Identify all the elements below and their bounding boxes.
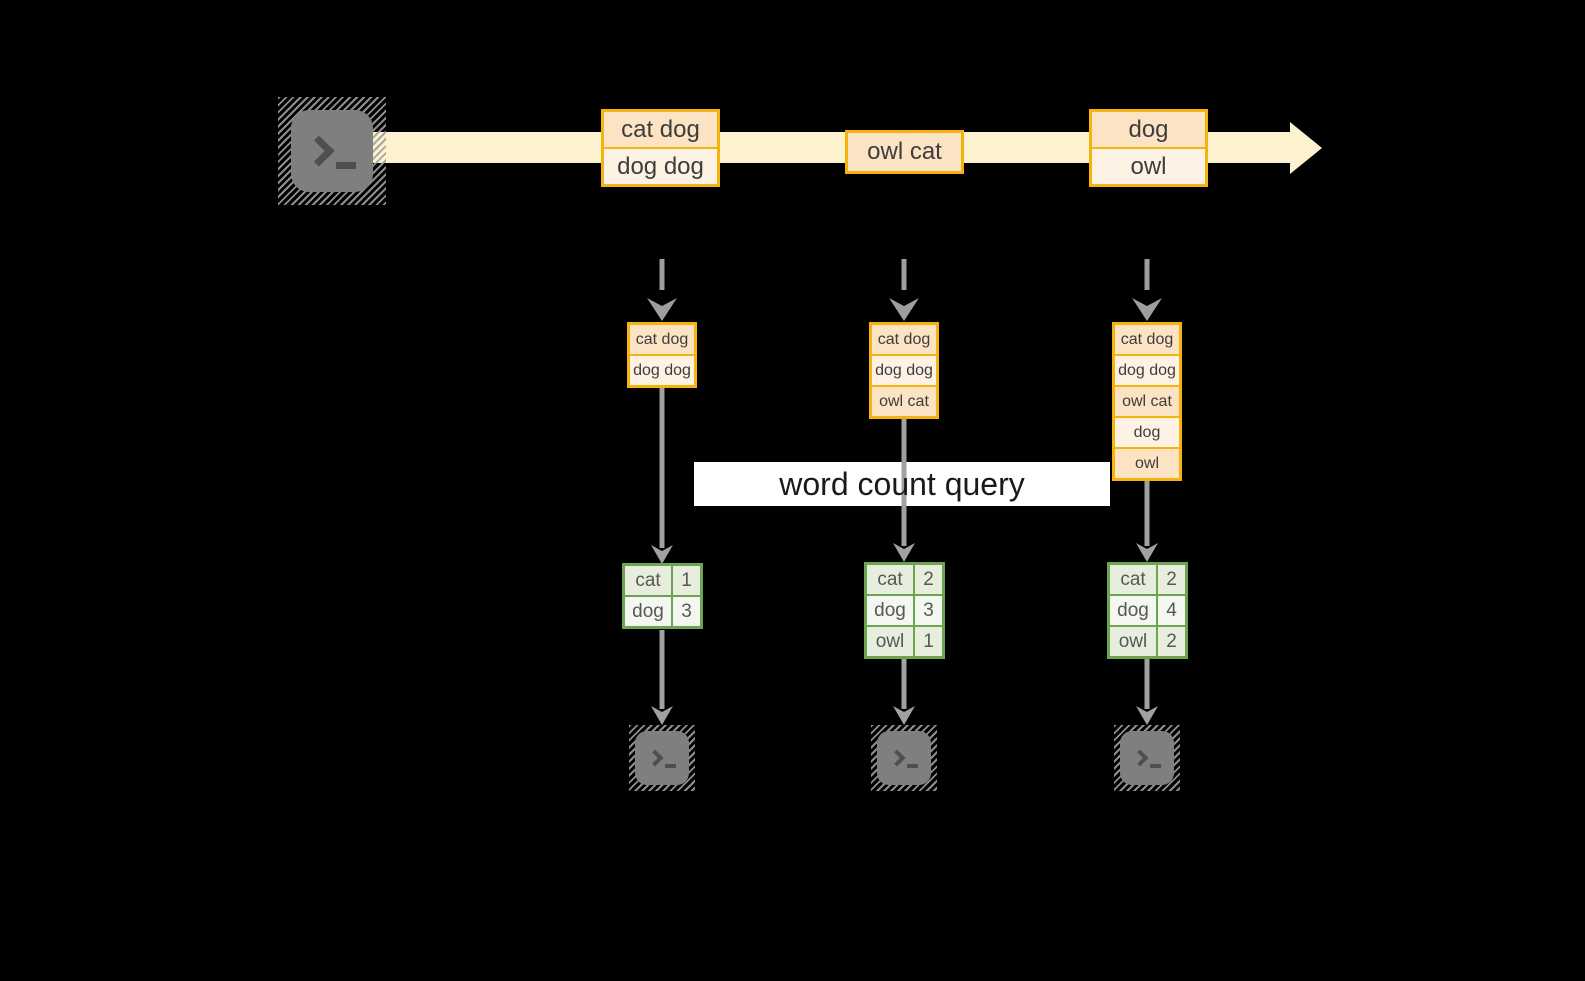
word-cell: dog	[1110, 596, 1156, 625]
prompt-chevron-icon	[646, 749, 663, 767]
stream-batch: cat dog dog dog	[601, 109, 720, 187]
word-cell: cat	[625, 566, 671, 595]
count-cell: 2	[1158, 627, 1185, 656]
batch-cell: dog dog	[604, 149, 717, 184]
terminal-icon-body	[877, 731, 931, 785]
flow-arrow	[893, 416, 915, 562]
stack-cell: owl cat	[872, 387, 936, 416]
word-cell: cat	[1110, 565, 1156, 594]
word-cell: cat	[867, 565, 913, 594]
stack-cell: cat dog	[872, 325, 936, 354]
terminal-icon-body	[635, 731, 689, 785]
terminal-icon	[1114, 725, 1180, 791]
flow-arrow	[651, 385, 673, 564]
batch-cell: dog	[1092, 112, 1205, 147]
batch-cell: owl cat	[848, 133, 961, 171]
prompt-underscore-icon	[906, 764, 918, 768]
stream-batch: owl cat	[845, 130, 964, 174]
prompt-chevron-icon	[303, 135, 335, 167]
word-cell: owl	[1110, 627, 1156, 656]
micro-batch-stack: cat dog dog dog owl cat	[869, 322, 939, 419]
count-cell: 1	[673, 566, 700, 595]
count-cell: 3	[673, 597, 700, 626]
dashed-arrow	[889, 259, 919, 321]
flow-arrow	[1136, 659, 1158, 725]
dashed-arrow	[647, 259, 677, 321]
stack-cell: cat dog	[630, 325, 694, 354]
dashed-arrow	[1132, 259, 1162, 321]
result-table: cat 2 dog 4 owl 2	[1107, 562, 1188, 659]
word-cell: dog	[625, 597, 671, 626]
count-cell: 2	[915, 565, 942, 594]
flow-arrow	[651, 630, 673, 725]
flow-arrow	[893, 659, 915, 725]
result-table: cat 1 dog 3	[622, 563, 703, 629]
stack-cell: dog dog	[630, 356, 694, 385]
prompt-chevron-icon	[888, 749, 905, 767]
prompt-underscore-icon	[664, 764, 676, 768]
result-table: cat 2 dog 3 owl 1	[864, 562, 945, 659]
word-cell: owl	[867, 627, 913, 656]
stream-arrowhead	[1290, 122, 1322, 174]
stream-batch: dog owl	[1089, 109, 1208, 187]
prompt-chevron-icon	[1131, 749, 1148, 767]
terminal-icon-body	[1120, 731, 1174, 785]
word-cell: dog	[867, 596, 913, 625]
terminal-icon	[629, 725, 695, 791]
batch-cell: cat dog	[604, 112, 717, 147]
count-cell: 1	[915, 627, 942, 656]
micro-batch-stack: cat dog dog dog	[627, 322, 697, 388]
terminal-icon	[278, 97, 386, 205]
count-cell: 3	[915, 596, 942, 625]
query-label: word count query	[779, 465, 1025, 502]
micro-batch-stack: cat dog dog dog owl cat dog owl	[1112, 322, 1182, 481]
count-cell: 4	[1158, 596, 1185, 625]
batch-cell: owl	[1092, 149, 1205, 184]
prompt-underscore-icon	[336, 161, 356, 169]
flow-arrow	[1136, 480, 1158, 562]
prompt-underscore-icon	[1149, 764, 1161, 768]
stack-cell: owl cat	[1115, 387, 1179, 416]
count-cell: 2	[1158, 565, 1185, 594]
stack-cell: owl	[1115, 449, 1179, 478]
stack-cell: dog dog	[872, 356, 936, 385]
stack-cell: dog	[1115, 418, 1179, 447]
terminal-icon-body	[291, 110, 373, 192]
stack-cell: cat dog	[1115, 325, 1179, 354]
terminal-icon	[871, 725, 937, 791]
stack-cell: dog dog	[1115, 356, 1179, 385]
